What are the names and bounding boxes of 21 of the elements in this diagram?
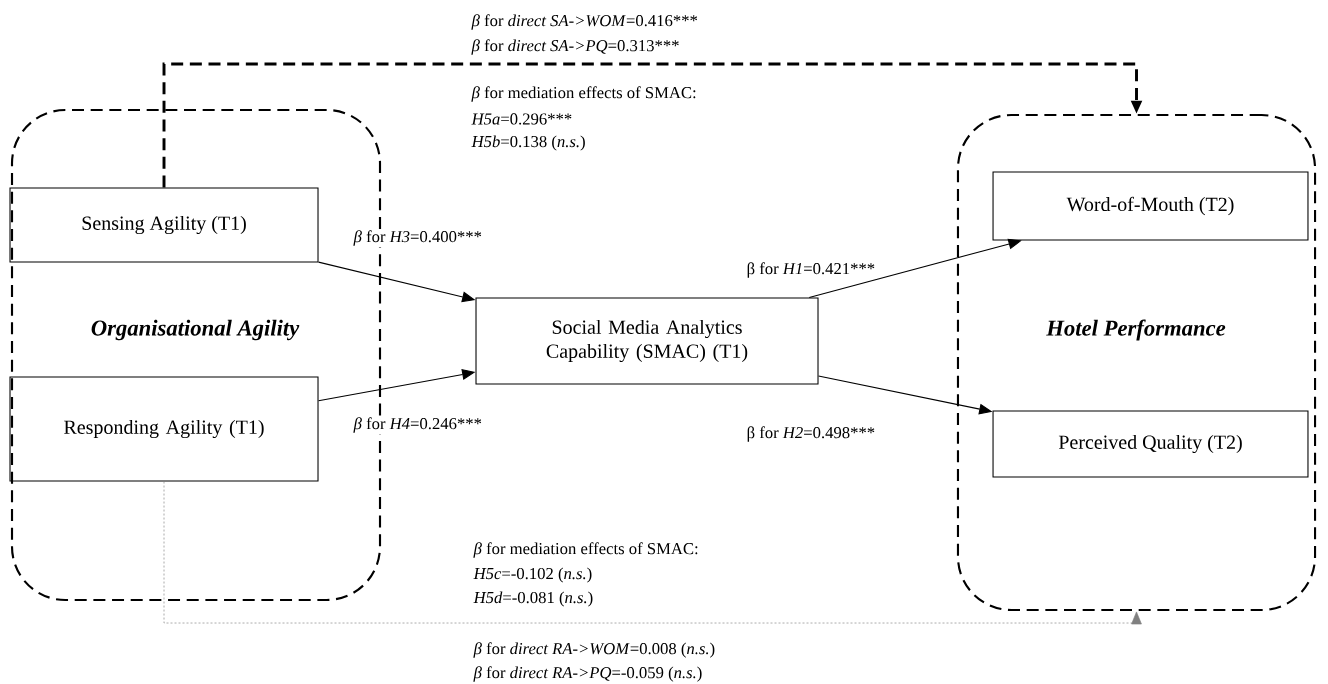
annotation-text: β for direct SA->PQ=0.313*** — [471, 39, 679, 55]
construct-box: Responding Agility (T1) — [9, 376, 319, 482]
annotation-text: H5a=0.296*** — [471, 113, 572, 125]
annotation-text: β for direct SA->WOM=0.416*** — [471, 14, 698, 30]
annotation-text: β for mediation effects of SMAC: — [471, 86, 696, 102]
edge-label: β for H3=0.400*** — [352, 229, 484, 247]
arrow — [163, 481, 1142, 625]
edge-label: β for H2=0.498*** — [745, 425, 877, 443]
annotation-text: H5c=-0.102 (n.s.) — [473, 567, 592, 583]
construct-box: Word-of-Mouth (T2) — [992, 171, 1309, 241]
annotation-text: β for direct RA->PQ=-0.059 (n.s.) — [473, 666, 702, 682]
construct-box: Sensing Agility (T1) — [9, 187, 319, 263]
annotation-text: β for direct RA->WOM=0.008 (n.s.) — [473, 642, 715, 658]
annotation-text: H5b=0.138 (n.s.) — [471, 135, 585, 151]
construct-box: Perceived Quality (T2) — [992, 410, 1309, 478]
annotation-text: H5d=-0.081 (n.s.) — [473, 591, 593, 607]
arrow — [162, 62, 1143, 188]
annotation-text: β for mediation effects of SMAC: — [473, 542, 698, 558]
construct-box: Social Media Analytics Capability (SMAC) (T1) — [475, 297, 819, 385]
edge-label: β for H4=0.246*** — [352, 416, 484, 434]
edge-label: β for H1=0.421*** — [745, 261, 877, 279]
